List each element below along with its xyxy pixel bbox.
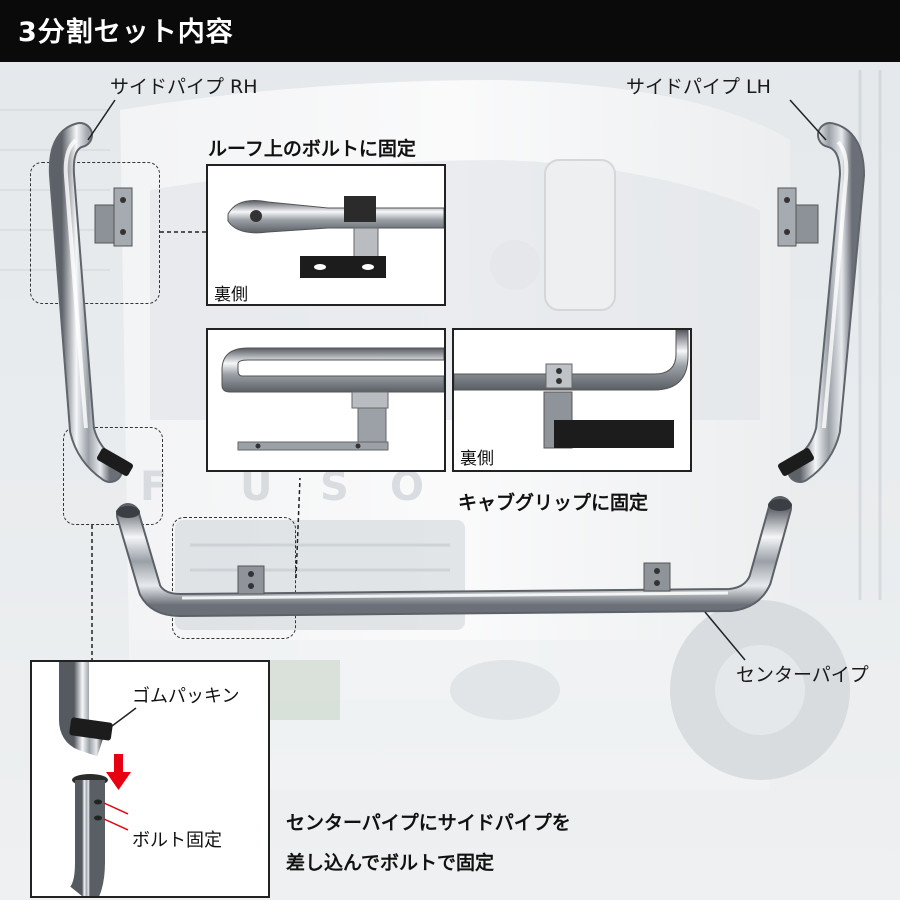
page-title: 3分割セット内容 bbox=[18, 17, 234, 48]
roof-mount-highlight bbox=[30, 162, 160, 304]
grip-front-image bbox=[208, 330, 444, 470]
instruction-line-2: 差し込んでボルトで固定 bbox=[286, 852, 495, 874]
insert-arrow-icon bbox=[106, 754, 131, 790]
header-bar: 3分割セット内容 bbox=[0, 0, 900, 62]
panel-grip-back: 裏側 bbox=[452, 328, 692, 472]
panel-joint-detail: ゴムパッキン ボルト固定 bbox=[30, 660, 270, 898]
cab-grip-highlight bbox=[172, 517, 296, 639]
label-side-pipe-lh: サイドパイプ LH bbox=[626, 76, 771, 98]
panel-grip-back-label: 裏側 bbox=[460, 449, 494, 469]
roof-mount-image bbox=[208, 166, 444, 304]
label-rubber-packing: ゴムパッキン bbox=[132, 686, 240, 707]
label-bolt-fix: ボルト固定 bbox=[132, 830, 222, 851]
panel-roof-mount: 裏側 bbox=[206, 164, 446, 306]
label-center-pipe: センターパイプ bbox=[736, 664, 869, 686]
label-side-pipe-rh: サイドパイプ RH bbox=[110, 76, 258, 98]
label-roof-bolt-fix: ルーフ上のボルトに固定 bbox=[208, 138, 416, 160]
panel-grip-front bbox=[206, 328, 446, 472]
label-cab-grip-fix: キャブグリップに固定 bbox=[458, 492, 649, 514]
joint-highlight bbox=[63, 427, 163, 525]
instruction-line-1: センターパイプにサイドパイプを bbox=[286, 812, 571, 834]
grip-back-image bbox=[454, 330, 690, 470]
joint-detail-image bbox=[32, 662, 268, 896]
panel-roof-back-label: 裏側 bbox=[214, 285, 248, 305]
